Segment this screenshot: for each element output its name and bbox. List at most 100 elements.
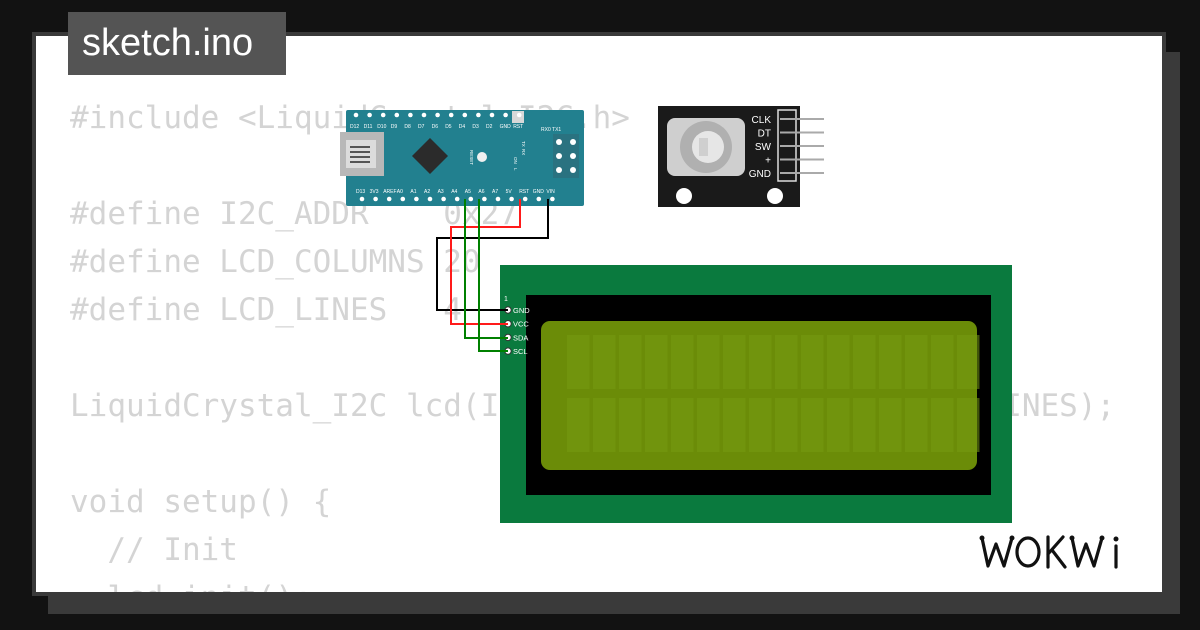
lcd-char-cell — [645, 398, 668, 452]
nano-pin-hole[interactable] — [386, 196, 392, 202]
encoder-pin-label: SW — [755, 142, 772, 153]
nano-pin-hole[interactable] — [509, 196, 514, 202]
nano-bottom-pin-label: AREF — [383, 189, 396, 195]
nano-bottom-pin-label: A2 — [424, 189, 430, 195]
nano-top-pin-label: D6 — [432, 124, 439, 130]
wire-vcc[interactable] — [450, 199, 521, 325]
lcd-char-cell — [801, 335, 824, 389]
nano-pin-hole[interactable] — [454, 196, 460, 202]
wokwi-logo — [979, 535, 1119, 569]
nano-pin-hole[interactable] — [427, 196, 433, 202]
lcd-char-cell — [775, 335, 798, 389]
nano-bottom-pin-label: A3 — [438, 189, 444, 195]
nano-reset-label: RESET — [469, 150, 474, 165]
lcd-char-cell — [931, 335, 954, 389]
nano-rx-tx-label: RX0 TX1 — [541, 127, 561, 133]
nano-pin-hole[interactable] — [414, 196, 419, 202]
lcd-char-cell — [957, 335, 980, 389]
lcd-char-cell — [671, 335, 694, 389]
nano-top-pin-label: D10 — [377, 124, 386, 130]
lcd-char-cell — [619, 398, 642, 452]
lcd-char-cell — [931, 398, 954, 452]
lcd-char-cell — [827, 335, 850, 389]
nano-top-pin-label: RST — [513, 124, 523, 130]
nano-pin-hole[interactable] — [550, 196, 555, 202]
nano-pin-hole[interactable] — [373, 196, 378, 202]
nano-pin-hole[interactable] — [441, 196, 446, 202]
lcd-pin-label: VCC — [513, 320, 529, 329]
lcd-char-cell — [567, 398, 590, 452]
wire-scl[interactable] — [478, 199, 508, 352]
nano-pin-hole[interactable] — [476, 112, 481, 118]
code-line: void setup() { — [70, 484, 332, 520]
lcd-char-cell — [879, 398, 902, 452]
nano-pin-hole[interactable] — [408, 112, 413, 118]
nano-pin-hole[interactable] — [435, 112, 440, 118]
code-line: lcd.init(); — [70, 574, 1115, 592]
lcd-char-cell — [853, 398, 876, 452]
nano-pin-hole[interactable] — [462, 112, 468, 118]
nano-pin-hole[interactable] — [448, 112, 454, 118]
nano-led-rx-label: RX — [521, 149, 526, 155]
nano-bottom-pin-label: A1 — [410, 189, 416, 195]
lcd-char-cell — [723, 335, 746, 389]
nano-pin-hole[interactable] — [400, 196, 406, 202]
nano-top-pin-label: D11 — [364, 124, 373, 130]
nano-top-pin-label: D3 — [472, 124, 479, 130]
lcd-char-cell — [775, 398, 798, 452]
nano-pin-hole[interactable] — [359, 196, 365, 202]
nano-bottom-pin-label: 5V — [506, 189, 513, 195]
nano-top-pin-label: D7 — [418, 124, 425, 130]
lcd-char-cell — [697, 335, 720, 389]
nano-top-pin-label: D9 — [391, 124, 398, 130]
encoder-pin-label: DT — [758, 129, 771, 140]
lcd-pin-label: SDA — [513, 333, 528, 342]
code-line: #define LCD_COLUMNS 20 — [70, 244, 481, 280]
nano-pin-hole[interactable] — [536, 196, 542, 202]
code-line: // Init — [70, 532, 238, 568]
nano-pin-hole[interactable] — [380, 112, 386, 118]
nano-pin-hole[interactable] — [516, 112, 522, 118]
nano-pin-hole[interactable] — [522, 196, 528, 202]
nano-top-pin-label: D12 — [350, 124, 359, 130]
lcd-char-cell — [827, 398, 850, 452]
lcd-char-cell — [905, 335, 928, 389]
lcd-char-cell — [905, 398, 928, 452]
nano-pin-hole[interactable] — [482, 196, 487, 202]
nano-pin-hole[interactable] — [489, 112, 495, 118]
nano-pin-hole[interactable] — [503, 112, 508, 118]
sketch-title-tab[interactable]: sketch.ino — [68, 12, 286, 75]
nano-top-pin-label: GND — [500, 124, 512, 130]
nano-top-pin-label: D2 — [486, 124, 493, 130]
encoder-pin-label: CLK — [752, 115, 772, 126]
nano-pin-hole[interactable] — [421, 112, 427, 118]
lcd-char-cell — [697, 398, 720, 452]
nano-pin-hole[interactable] — [353, 112, 359, 118]
nano-pin-hole[interactable] — [394, 112, 400, 118]
lcd-char-cell — [671, 398, 694, 452]
lcd-char-cell — [645, 335, 668, 389]
nano-led-tx-label: TX — [521, 141, 526, 147]
nano-pin-hole[interactable] — [367, 112, 372, 118]
lcd-char-cell — [619, 335, 642, 389]
wire-gnd[interactable] — [436, 199, 549, 311]
nano-pin-hole[interactable] — [495, 196, 501, 202]
code-line: #define I2C_ADDR 0x27 — [70, 196, 518, 232]
lcd-char-cell — [723, 398, 746, 452]
nano-bottom-pin-label: A7 — [492, 189, 498, 195]
wire-sda[interactable] — [464, 199, 508, 339]
wires — [436, 199, 549, 352]
nano-bottom-pin-label: D13 — [356, 189, 365, 195]
nano-led-on-label: ON — [513, 157, 518, 164]
lcd-char-cell — [957, 398, 980, 452]
nano-led-l-label: L — [513, 168, 518, 171]
nano-bottom-pin-label: A0 — [397, 189, 403, 195]
preview-card: #include <LiquidCrystal_I2C.h>#define I2… — [32, 32, 1166, 596]
encoder-pin-label: GND — [749, 169, 771, 180]
lcd-char-cell — [593, 398, 616, 452]
lcd-char-cell — [879, 335, 902, 389]
nano-pin-hole[interactable] — [468, 196, 474, 202]
